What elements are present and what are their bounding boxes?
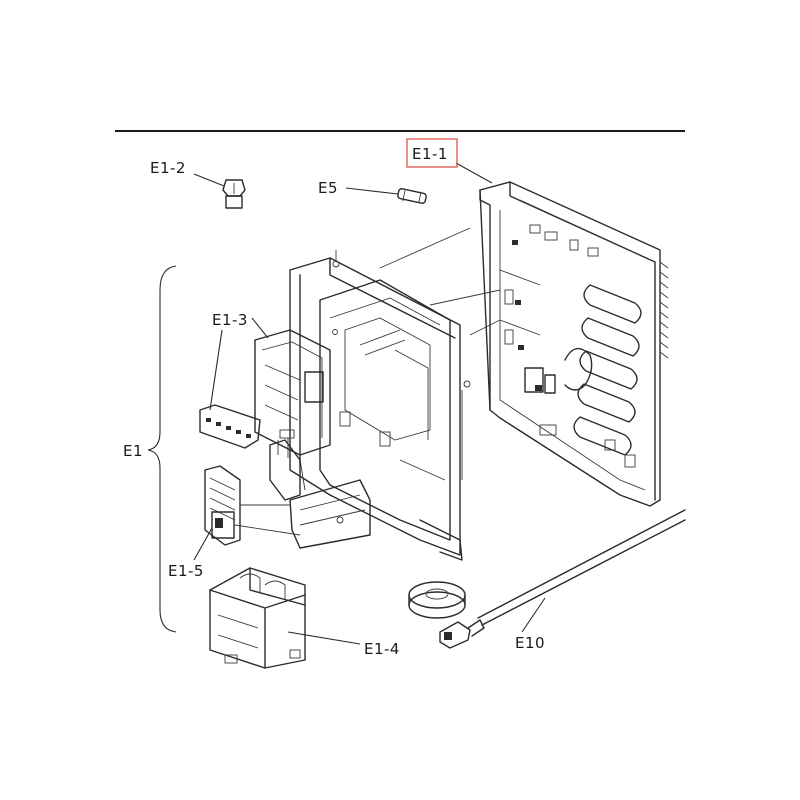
label-e10[interactable]: E10 xyxy=(515,634,545,652)
leader-lines xyxy=(193,162,546,645)
part-e1-2-knob[interactable] xyxy=(222,179,246,209)
label-e1-5[interactable]: E1-5 xyxy=(168,562,204,580)
part-e5-fuse[interactable] xyxy=(397,188,427,204)
heatsink-fins xyxy=(659,261,669,359)
e1-group-brace xyxy=(147,265,177,633)
label-e1-1[interactable]: E1-1 xyxy=(412,145,448,163)
part-e1-5[interactable] xyxy=(204,465,241,546)
part-e1-4-transformer[interactable] xyxy=(209,567,306,669)
capacitor-bank xyxy=(573,284,642,456)
part-e10-cable[interactable] xyxy=(439,509,686,649)
label-e1-4[interactable]: E1-4 xyxy=(364,640,400,658)
label-e1-2[interactable]: E1-2 xyxy=(150,159,186,177)
part-e1-chassis[interactable] xyxy=(199,250,471,561)
highlight-box-e1-1 xyxy=(406,138,458,168)
assembly-guides xyxy=(234,227,501,536)
part-e1-1-control-board[interactable] xyxy=(479,181,669,507)
part-ferrite-ring[interactable] xyxy=(408,581,466,619)
label-e1[interactable]: E1 xyxy=(123,442,143,460)
label-e5[interactable]: E5 xyxy=(318,179,338,197)
label-e1-3[interactable]: E1-3 xyxy=(212,311,248,329)
board-components xyxy=(499,224,636,468)
